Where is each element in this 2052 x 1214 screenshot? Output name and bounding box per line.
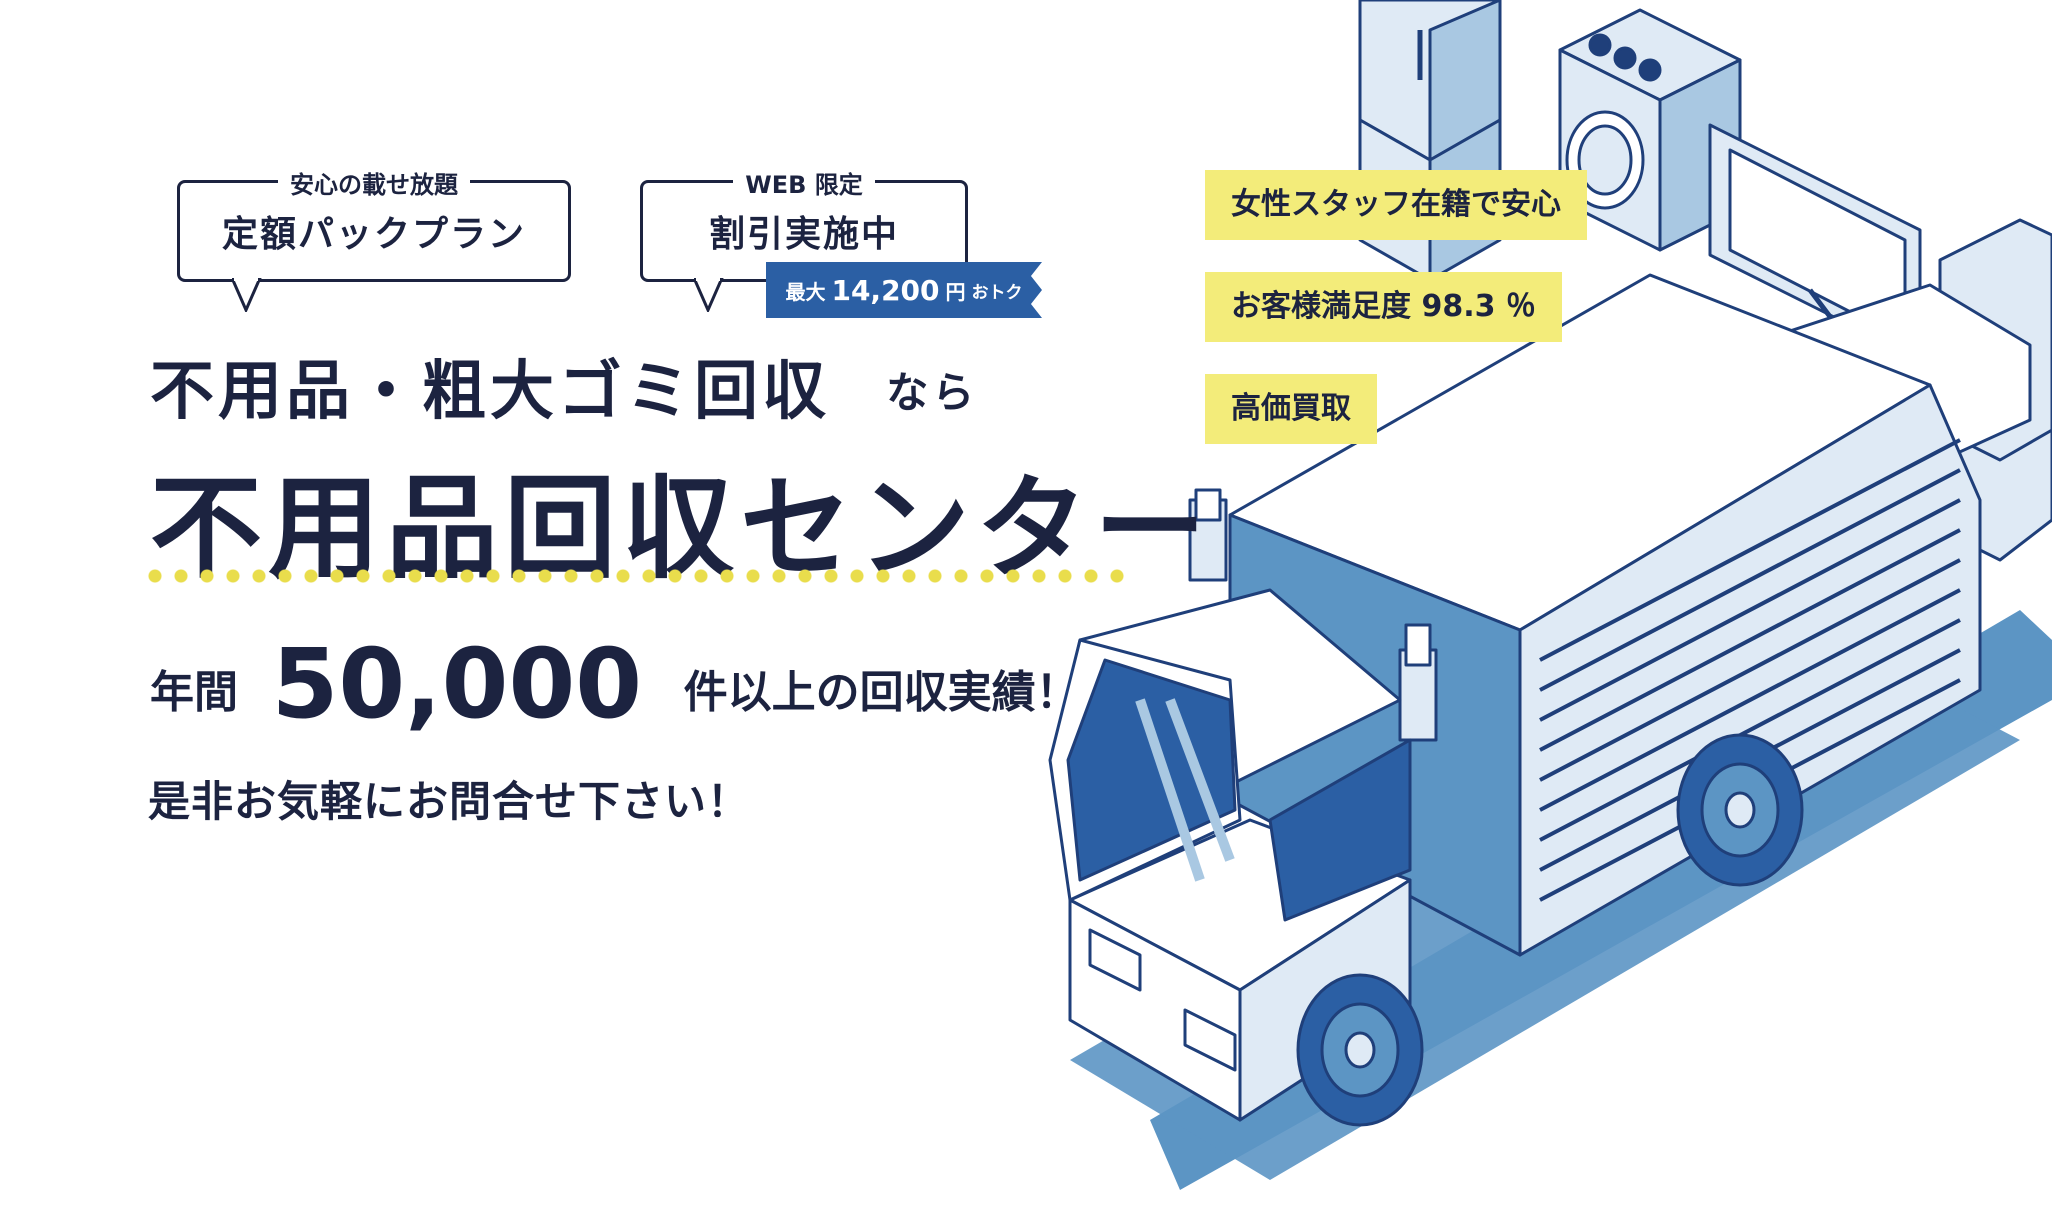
plan-badge: 安心の載せ放題 定額パックプラン	[177, 171, 571, 282]
tag-satisfaction: お客様満足度 98.3 ％	[1205, 272, 1562, 342]
stats-prefix: 年間	[150, 667, 238, 718]
discount-ribbon: 最大 14,200 円 おトク	[766, 262, 1042, 318]
stats-suffix: 件以上の回収実績！	[683, 667, 1080, 718]
headline-service: 不用品・粗大ゴミ回収	[150, 355, 830, 429]
tag-female-staff: 女性スタッフ在籍で安心	[1205, 170, 1587, 240]
dotted-divider	[142, 568, 1132, 584]
truck-illustration	[1048, 0, 2052, 1190]
stats-line: 年間 50,000 件以上の回収実績！	[150, 628, 1080, 740]
plan-badge-caption: 安心の載せ放題	[278, 171, 470, 199]
tag-high-price: 高価買取	[1205, 374, 1377, 444]
stats-number: 50,000	[271, 628, 643, 740]
contact-cta: 是非お気軽にお問合せ下さい！	[148, 777, 751, 826]
headline-suffix: なら	[886, 368, 979, 417]
headline-line1: 不用品・粗大ゴミ回収 なら	[150, 340, 978, 432]
ribbon-suffix: おトク	[971, 282, 1023, 303]
plan-badge-tail	[232, 278, 262, 312]
web-discount-badge-tail	[694, 278, 724, 312]
ribbon-prefix: 最大	[785, 279, 826, 304]
web-discount-caption: WEB 限定	[733, 171, 875, 199]
ribbon-amount: 14,200	[831, 273, 940, 307]
web-discount-label: 割引実施中	[708, 214, 899, 255]
ribbon-unit: 円	[945, 279, 966, 304]
plan-badge-label: 定額パックプラン	[221, 214, 526, 255]
